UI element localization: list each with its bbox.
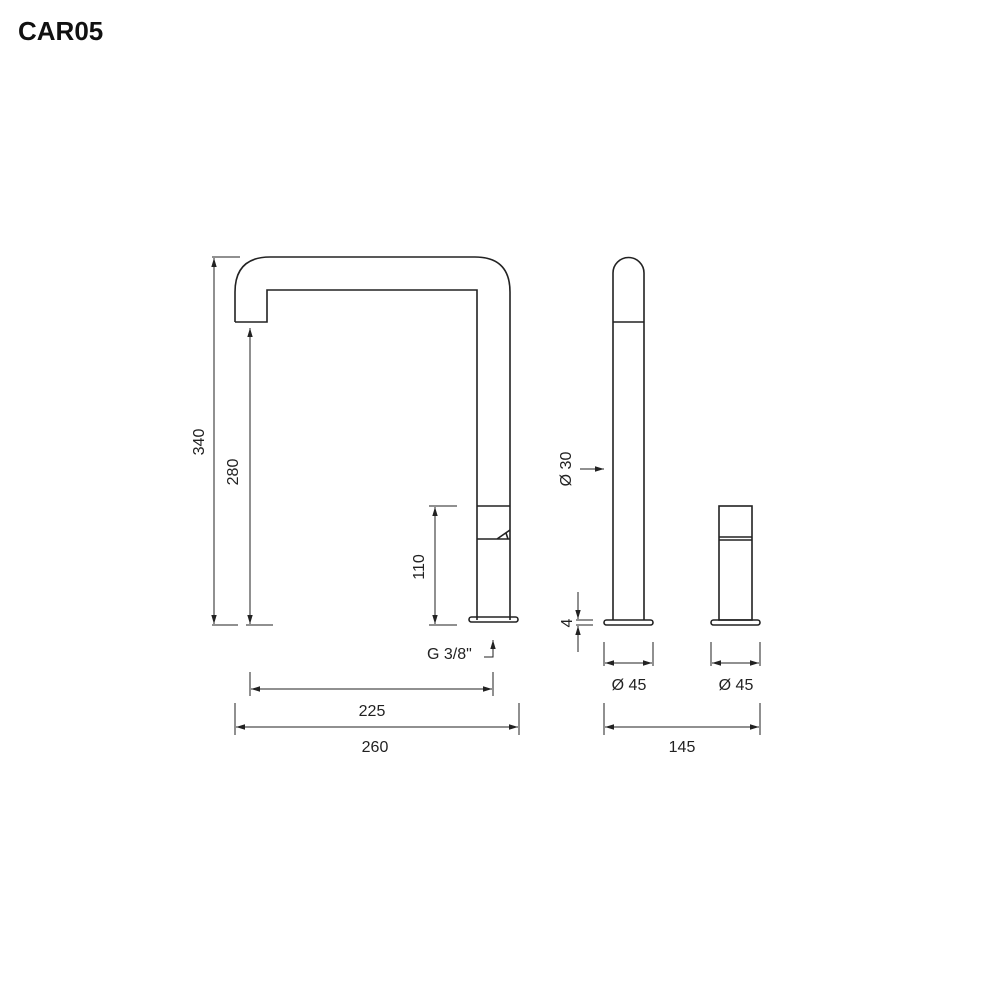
svg-text:Ø 30: Ø 30 bbox=[558, 452, 575, 487]
dimension-diameter-30: Ø 30 bbox=[558, 452, 604, 487]
svg-text:260: 260 bbox=[362, 739, 389, 756]
dimension-280: 280 bbox=[225, 328, 273, 626]
dimension-110: 110 bbox=[411, 505, 457, 626]
svg-text:4: 4 bbox=[559, 618, 576, 627]
connection-label: G 3/8" bbox=[427, 640, 496, 663]
dimension-225: 225 bbox=[249, 672, 494, 720]
svg-text:225: 225 bbox=[359, 703, 386, 720]
dimension-diameter-45-handle: Ø 45 bbox=[710, 642, 761, 694]
spout-front-view bbox=[603, 256, 654, 626]
dimension-340: 340 bbox=[191, 256, 240, 626]
svg-text:G 3/8": G 3/8" bbox=[427, 646, 472, 663]
dimension-4: 4 bbox=[559, 592, 593, 652]
drawing-title: CAR05 bbox=[18, 16, 104, 46]
svg-text:Ø 45: Ø 45 bbox=[719, 677, 754, 694]
svg-text:110: 110 bbox=[411, 554, 428, 580]
dimension-260: 260 bbox=[234, 703, 520, 756]
svg-text:340: 340 bbox=[191, 429, 208, 456]
handle-front-view bbox=[710, 505, 761, 626]
dimension-145: 145 bbox=[603, 703, 761, 756]
svg-text:Ø 45: Ø 45 bbox=[612, 677, 647, 694]
spout-side-view bbox=[234, 256, 519, 623]
dimension-diameter-45-spout: Ø 45 bbox=[603, 642, 654, 694]
svg-text:280: 280 bbox=[225, 459, 242, 486]
svg-text:145: 145 bbox=[669, 739, 696, 756]
